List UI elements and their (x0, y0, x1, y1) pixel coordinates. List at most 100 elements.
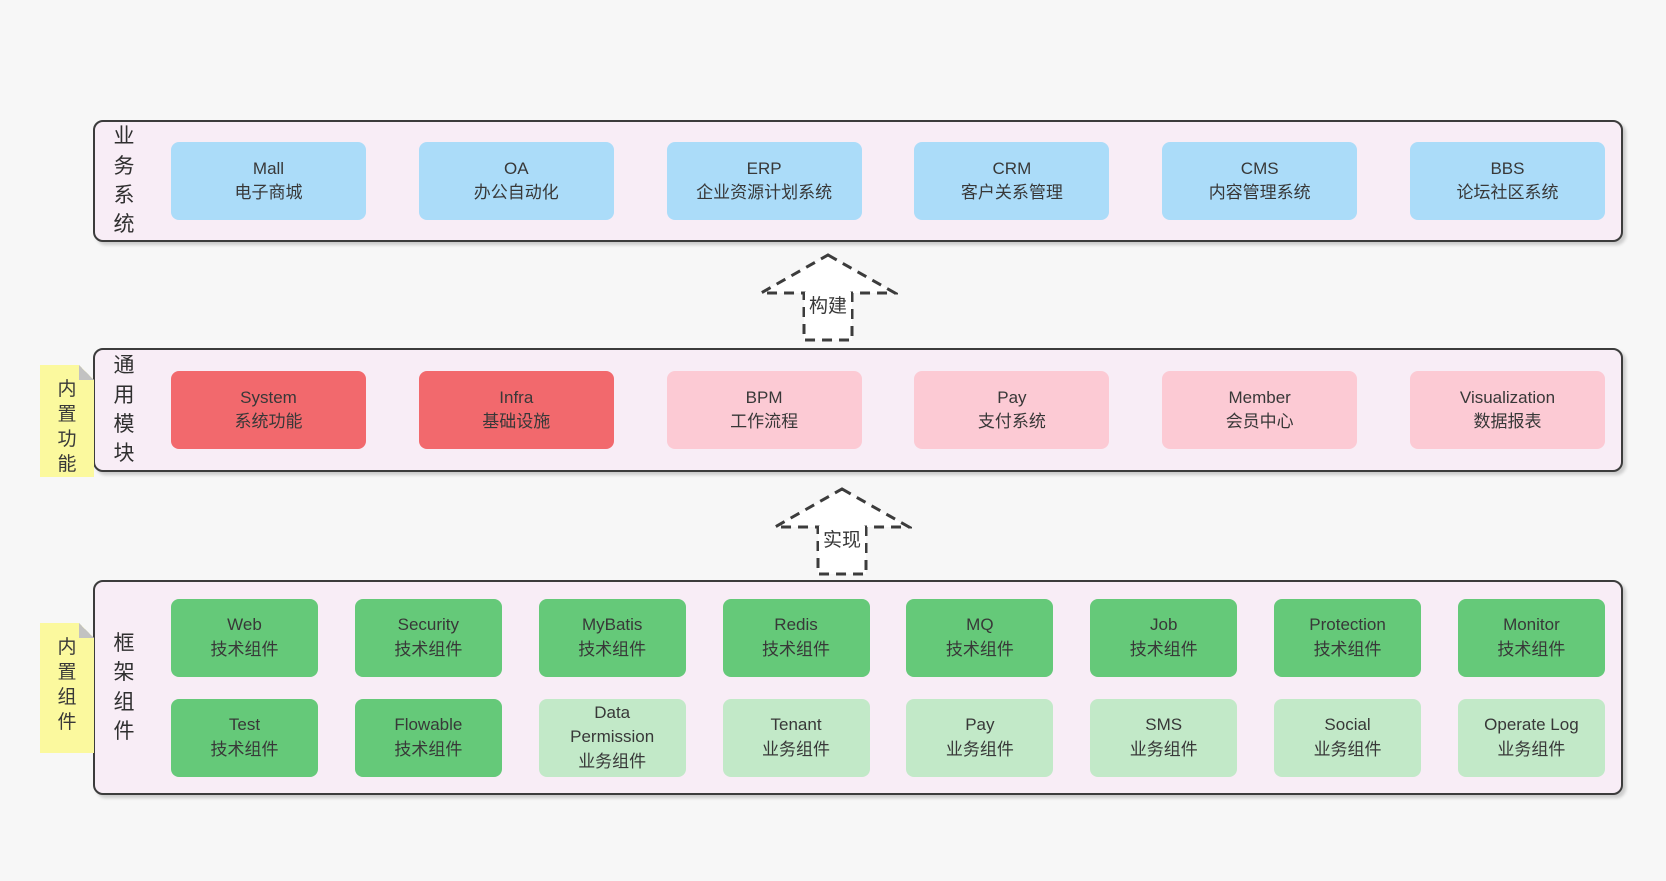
sticky-note-built-in-components: 内置组件 (40, 623, 94, 753)
box-mq: MQ 技术组件 (906, 598, 1054, 677)
box-title: Protection (1309, 615, 1386, 635)
box-bpm: BPM 工作流程 (666, 371, 862, 449)
box-title: System (240, 387, 297, 407)
box-operate-log: Operate Log 业务组件 (1457, 698, 1605, 777)
arrow-label-backdrop (819, 526, 865, 553)
dashed-up-arrow-build: 构建 (758, 253, 898, 342)
box-subtitle: 系统功能 (234, 412, 303, 431)
box-subtitle: 技术组件 (1497, 639, 1566, 659)
box-subtitle: 技术组件 (394, 639, 463, 659)
box-row: Mall 电子商城 OA 办公自动化 ERP 企业资源计划系统 CRM 客户关系管理 CMS 内容… (171, 142, 1605, 220)
box-title: CMS (1240, 158, 1279, 178)
arrow-label-backdrop (805, 292, 851, 319)
box-security: Security 技术组件 (354, 598, 502, 677)
box-subtitle: 技术组件 (578, 639, 647, 659)
box-title: Security (397, 615, 460, 635)
box-title: SMS (1145, 715, 1183, 735)
box-subtitle: 技术组件 (945, 639, 1014, 659)
box-subtitle: 业务组件 (1497, 739, 1566, 759)
box-protection: Protection 技术组件 (1274, 598, 1422, 677)
sticky-note-label: 内置组件 (57, 637, 77, 734)
box-subtitle: 企业资源计划系统 (696, 183, 833, 202)
box-subtitle: 业务组件 (945, 739, 1014, 759)
box-title: Visualization (1459, 387, 1556, 407)
box-title: Test (228, 715, 261, 735)
box-subtitle: 业务组件 (578, 751, 647, 771)
box-erp: ERP 企业资源计划系统 (666, 142, 862, 220)
box-infra: Infra 基础设施 (418, 371, 614, 449)
box-subtitle: 论坛社区系统 (1456, 183, 1559, 202)
band-rows: Mall 电子商城 OA 办公自动化 ERP 企业资源计划系统 CRM 客户关系管理 CMS 内容… (171, 122, 1621, 240)
box-subtitle: 技术组件 (1129, 639, 1198, 659)
box-web: Web 技术组件 (171, 598, 318, 677)
box-subtitle: 技术组件 (394, 739, 463, 759)
box-subtitle: 工作流程 (730, 412, 799, 431)
box-title: Operate Log (1484, 715, 1579, 735)
box-title: OA (504, 158, 529, 178)
box-subtitle: 客户关系管理 (960, 183, 1063, 202)
box-pay-system: Pay 支付系统 (914, 371, 1110, 449)
box-subtitle: 内容管理系统 (1208, 183, 1311, 202)
box-title: MQ (966, 615, 994, 635)
box-monitor: Monitor 技术组件 (1457, 598, 1605, 677)
box-title: MyBatis (581, 615, 643, 635)
folded-corner-icon (79, 623, 94, 638)
box-title: Mall (252, 158, 285, 178)
box-test: Test 技术组件 (171, 698, 318, 777)
box-title: Flowable (394, 715, 463, 735)
box-oa: OA 办公自动化 (418, 142, 614, 220)
box-cms: CMS 内容管理系统 (1162, 142, 1358, 220)
box-mall: Mall 电子商城 (171, 142, 366, 220)
arrow-label: 构建 (809, 295, 847, 317)
box-title: Tenant (770, 715, 822, 735)
box-crm: CRM 客户关系管理 (914, 142, 1110, 220)
box-subtitle: 技术组件 (210, 639, 279, 659)
sticky-note-label: 内置功能 (57, 379, 77, 476)
box-subtitle: 电子商城 (234, 183, 303, 202)
box-data-permission: Data Permission 业务组件 (538, 698, 686, 777)
box-subtitle: 会员中心 (1225, 412, 1294, 431)
box-title: Social (1324, 715, 1371, 735)
box-title: Monitor (1503, 615, 1560, 635)
box-social: Social 业务组件 (1274, 698, 1422, 777)
box-bbs: BBS 论坛社区系统 (1409, 142, 1605, 220)
box-subtitle: 技术组件 (1313, 639, 1382, 659)
box-subtitle: 业务组件 (1129, 739, 1198, 759)
box-title: Infra (499, 387, 534, 407)
box-title: Web (227, 615, 262, 635)
box-system: System 系统功能 (171, 371, 366, 449)
box-subtitle: 基础设施 (482, 412, 551, 431)
sticky-note-built-in-features: 内置功能 (40, 365, 94, 477)
box-tenant: Tenant 业务组件 (722, 698, 870, 777)
box-title: Pay (997, 387, 1027, 407)
box-subtitle: 业务组件 (1313, 739, 1382, 759)
band-label: 业务系统 (113, 125, 135, 237)
box-mybatis: MyBatis 技术组件 (538, 598, 686, 677)
box-subtitle: 业务组件 (762, 739, 831, 759)
box-title: CRM (992, 158, 1032, 178)
box-title: Redis (774, 615, 818, 635)
box-subtitle: 支付系统 (977, 412, 1046, 431)
box-subtitle: 办公自动化 (473, 183, 559, 202)
box-subtitle: 技术组件 (210, 739, 279, 759)
folded-corner-icon (79, 365, 94, 380)
box-sms: SMS 业务组件 (1090, 698, 1238, 777)
box-title: ERP (746, 158, 782, 178)
band-label: 框架组件 (113, 631, 135, 743)
box-title: BBS (1490, 158, 1525, 178)
box-title: BPM (745, 387, 783, 407)
box-title: Data Permission (570, 703, 655, 747)
box-title: Job (1150, 615, 1178, 635)
